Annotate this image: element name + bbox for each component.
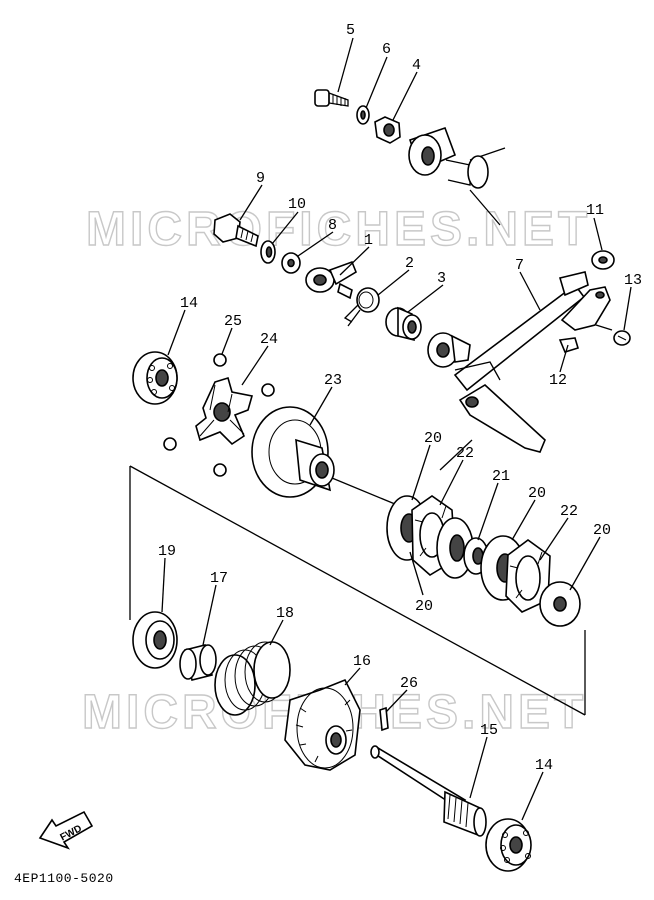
callout-25: 25: [224, 313, 242, 330]
callout-18: 18: [276, 605, 294, 622]
callout-20-a: 20: [424, 430, 442, 447]
shift-shaft-part-7: [427, 271, 589, 453]
star-part-24: [195, 376, 254, 446]
shaft-part-15: [370, 745, 487, 837]
callout-20-b: 20: [528, 485, 546, 502]
callout-5: 5: [346, 22, 355, 39]
collar-part-3: [385, 306, 422, 342]
lever-part-1: [305, 260, 357, 300]
callout-26: 26: [400, 675, 418, 692]
callout-1: 1: [364, 232, 373, 249]
callout-13: 13: [624, 272, 642, 289]
callout-7: 7: [515, 257, 524, 274]
callout-15: 15: [480, 722, 498, 739]
sprocket-part-16: [284, 678, 361, 771]
screw-part-13: [595, 324, 631, 346]
plate-part-20-d: [539, 581, 581, 627]
spring-part-2: [343, 287, 380, 327]
bolt-part-9: [213, 213, 259, 248]
callout-6: 6: [382, 41, 391, 58]
pin-part-26: [379, 706, 389, 732]
plate-part-22-b: [505, 539, 551, 613]
callout-21: 21: [492, 468, 510, 485]
callout-2: 2: [405, 255, 414, 272]
callout-16: 16: [353, 653, 371, 670]
spring-part-18: [214, 641, 291, 716]
callout-17: 17: [210, 570, 228, 587]
bearing-part-14-lower: [485, 818, 532, 872]
shift-drum-part-23: [251, 406, 471, 536]
callout-22-a: 22: [456, 445, 474, 462]
callout-12: 12: [549, 372, 567, 389]
diagram-code: 4EP1100-5020: [14, 871, 114, 886]
callout-10: 10: [288, 196, 306, 213]
callout-3: 3: [437, 270, 446, 287]
callout-9: 9: [256, 170, 265, 187]
callout-14-upper: 14: [180, 295, 198, 312]
plate-part-20-b: [436, 517, 474, 579]
callout-20-d: 20: [415, 598, 433, 615]
watermark-top: MICROFICHES.NET: [86, 203, 591, 256]
nut-part-11: [591, 250, 615, 270]
washer-part-10: [260, 240, 276, 264]
callout-8: 8: [328, 217, 337, 234]
callout-19: 19: [158, 543, 176, 560]
bracket-part-12: [558, 286, 611, 353]
nut-part-4: [374, 116, 401, 144]
callout-4: 4: [412, 57, 421, 74]
callout-20-c: 20: [593, 522, 611, 539]
callout-23: 23: [324, 372, 342, 389]
fwd-arrow-icon: FWD: [38, 810, 94, 850]
balls-part-25: [163, 353, 275, 477]
callout-11: 11: [586, 202, 604, 219]
washer-part-6: [356, 105, 370, 125]
bolt-part-5: [314, 89, 349, 107]
seal-part-19: [132, 611, 178, 669]
callout-labels: 5 6 4 9 10 8 1 2 3 7 11 13 12 14 25 24 2…: [158, 22, 642, 774]
assembly-frame: [129, 439, 586, 716]
washer-part-8: [281, 252, 301, 274]
callout-22-b: 22: [560, 503, 578, 520]
leader-lines: [161, 37, 632, 821]
callout-24: 24: [260, 331, 278, 348]
callout-14-lower: 14: [535, 757, 553, 774]
shaft-housing: [408, 126, 506, 226]
collar-part-17: [179, 644, 217, 681]
bearing-part-14-upper: [132, 351, 178, 405]
